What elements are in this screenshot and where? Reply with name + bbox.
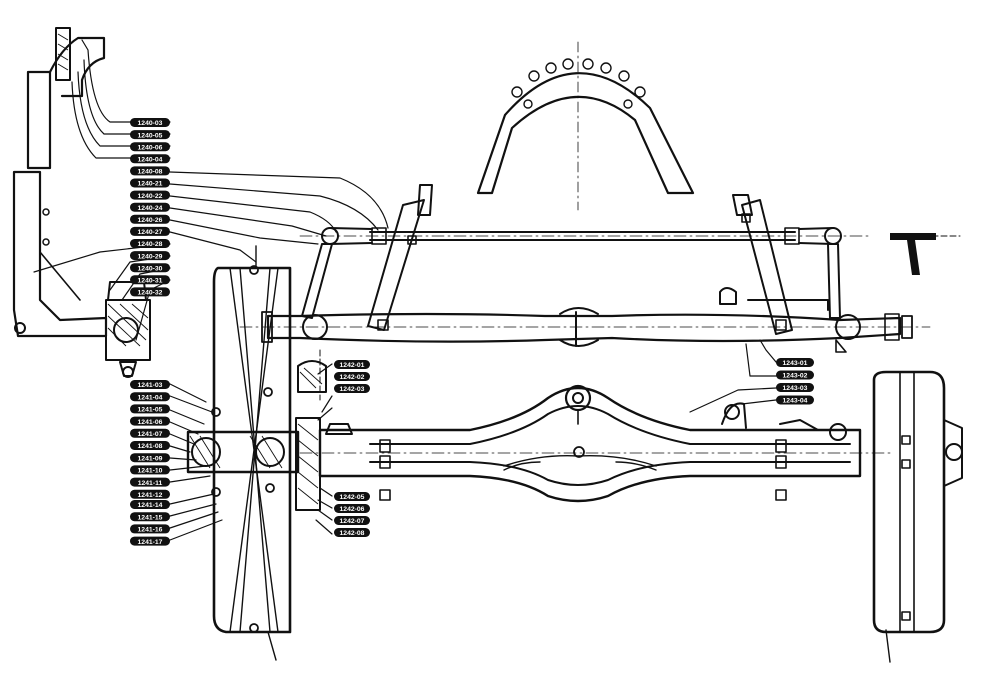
callout-tag-label: 1242-07 bbox=[340, 518, 365, 525]
callout-tag-right-2 bbox=[776, 370, 814, 380]
callout-tag-label: 1242-05 bbox=[340, 494, 365, 501]
callout-tag-left-upper-4 bbox=[130, 154, 170, 164]
callout-tag-label: 1240-27 bbox=[138, 229, 163, 236]
callout-tag-center-lower-3 bbox=[334, 516, 370, 525]
callout-tag-label: 1240-21 bbox=[138, 181, 163, 188]
callout-tag-left-upper-13 bbox=[130, 263, 170, 273]
callout-tag-left-hub-10 bbox=[130, 489, 170, 499]
callout-tag-label: 1240-29 bbox=[138, 253, 163, 260]
callout-tag-left-hub-7 bbox=[130, 453, 170, 463]
callout-tag-label: 1242-02 bbox=[340, 374, 365, 381]
callout-tag-label: 1241-15 bbox=[138, 514, 163, 521]
callout-tag-label: 1243-02 bbox=[783, 373, 808, 380]
callout-tag-label: 1243-04 bbox=[783, 398, 808, 405]
callout-tag-left-hub-5 bbox=[130, 428, 170, 438]
callout-tag-center-lower-4 bbox=[334, 528, 370, 537]
callout-tag-label: 1241-09 bbox=[138, 455, 163, 462]
callout-tag-left-upper-3 bbox=[130, 142, 170, 152]
callout-tag-left-lower-4 bbox=[130, 536, 170, 546]
callout-tag-label: 1240-24 bbox=[138, 205, 163, 212]
t-section-detail bbox=[890, 233, 961, 275]
callout-tag-label: 1241-17 bbox=[138, 539, 163, 546]
callout-tag-center-upper-1 bbox=[334, 360, 370, 369]
cross-member-rivet-holes bbox=[511, 58, 646, 109]
callout-tag-label: 1241-03 bbox=[138, 382, 163, 389]
callout-tag-left-upper-10 bbox=[130, 226, 170, 236]
callout-tag-left-upper-15 bbox=[130, 287, 170, 297]
callout-tag-left-hub-1 bbox=[130, 380, 170, 389]
callout-tag-left-upper-1 bbox=[130, 118, 170, 127]
callout-tag-right-4 bbox=[776, 395, 814, 405]
callout-tag-left-hub-3 bbox=[130, 404, 170, 414]
callout-tag-label: 1241-14 bbox=[138, 502, 163, 509]
steering-links bbox=[301, 184, 841, 335]
callout-tag-left-upper-7 bbox=[130, 190, 170, 200]
callout-tag-left-upper-2 bbox=[130, 130, 170, 140]
callout-tag-label: 1241-08 bbox=[138, 443, 163, 450]
callout-tag-label: 1240-22 bbox=[138, 193, 163, 200]
callout-tag-left-upper-8 bbox=[130, 202, 170, 212]
callout-tag-left-upper-14 bbox=[130, 275, 170, 285]
callout-tag-left-lower-2 bbox=[130, 512, 170, 522]
callout-tag-left-hub-4 bbox=[130, 416, 170, 426]
callout-tag-right-1 bbox=[776, 358, 814, 367]
lower-axle-beam bbox=[299, 384, 891, 503]
arched-cross-member bbox=[476, 41, 695, 211]
callout-tag-label: 1240-32 bbox=[138, 290, 163, 297]
callout-tag-left-upper-12 bbox=[130, 251, 170, 261]
callout-tag-right-3 bbox=[776, 383, 814, 392]
callout-tag-label: 1243-01 bbox=[783, 360, 808, 367]
callout-tag-left-hub-6 bbox=[130, 441, 170, 450]
callout-tags: 1240-03 1240-05 1240-06 1240-04 1240-08 1240-… bbox=[130, 118, 814, 546]
section-detail-small bbox=[297, 349, 327, 401]
callout-tag-label: 1242-08 bbox=[340, 530, 365, 537]
callout-tag-left-upper-6 bbox=[130, 178, 170, 188]
callout-tag-left-hub-2 bbox=[130, 392, 170, 402]
callout-tag-label: 1240-03 bbox=[138, 120, 163, 127]
callout-tag-label: 1240-31 bbox=[138, 278, 163, 285]
callout-tag-label: 1242-06 bbox=[340, 506, 365, 513]
callout-tag-left-lower-1 bbox=[130, 500, 170, 509]
callout-tag-left-lower-3 bbox=[130, 524, 170, 534]
callout-tag-label: 1241-07 bbox=[138, 431, 163, 438]
callout-tag-left-upper-9 bbox=[130, 214, 170, 224]
right-wheel-assembly bbox=[872, 370, 963, 663]
callout-tag-left-upper-11 bbox=[130, 239, 170, 248]
callout-tag-center-upper-2 bbox=[334, 372, 370, 381]
callout-tag-left-hub-8 bbox=[130, 465, 170, 475]
callout-tag-label: 1241-11 bbox=[138, 480, 163, 487]
callout-tag-label: 1241-04 bbox=[138, 394, 163, 401]
callout-tag-label: 1240-08 bbox=[138, 169, 163, 176]
callout-tag-label: 1240-30 bbox=[138, 265, 163, 272]
left-frame-member bbox=[12, 27, 151, 378]
callout-tag-label: 1240-05 bbox=[138, 132, 163, 139]
callout-tag-label: 1240-04 bbox=[138, 157, 163, 164]
callout-tag-center-lower-1 bbox=[334, 492, 370, 501]
callout-tag-left-upper-5 bbox=[130, 166, 170, 176]
tie-rod-assembly bbox=[299, 227, 871, 245]
callout-tag-center-upper-3 bbox=[334, 384, 370, 393]
callout-tag-label: 1241-12 bbox=[138, 492, 163, 499]
callout-tag-label: 1241-05 bbox=[138, 407, 163, 414]
callout-tag-label: 1243-03 bbox=[783, 385, 808, 392]
callout-tag-label: 1240-06 bbox=[138, 144, 163, 151]
callout-tag-left-hub-9 bbox=[130, 477, 170, 487]
callout-tag-center-lower-2 bbox=[334, 504, 370, 513]
callout-tag-label: 1241-10 bbox=[138, 468, 163, 475]
callout-tag-label: 1241-06 bbox=[138, 419, 163, 426]
upper-axle-beam bbox=[239, 307, 931, 353]
callout-tag-label: 1242-03 bbox=[340, 386, 365, 393]
callout-tag-label: 1241-16 bbox=[138, 527, 163, 534]
callout-tag-label: 1242-01 bbox=[340, 362, 365, 369]
callout-tag-label: 1240-28 bbox=[138, 241, 163, 248]
left-wheel-assembly bbox=[186, 245, 321, 661]
callout-tag-label: 1240-26 bbox=[138, 217, 163, 224]
